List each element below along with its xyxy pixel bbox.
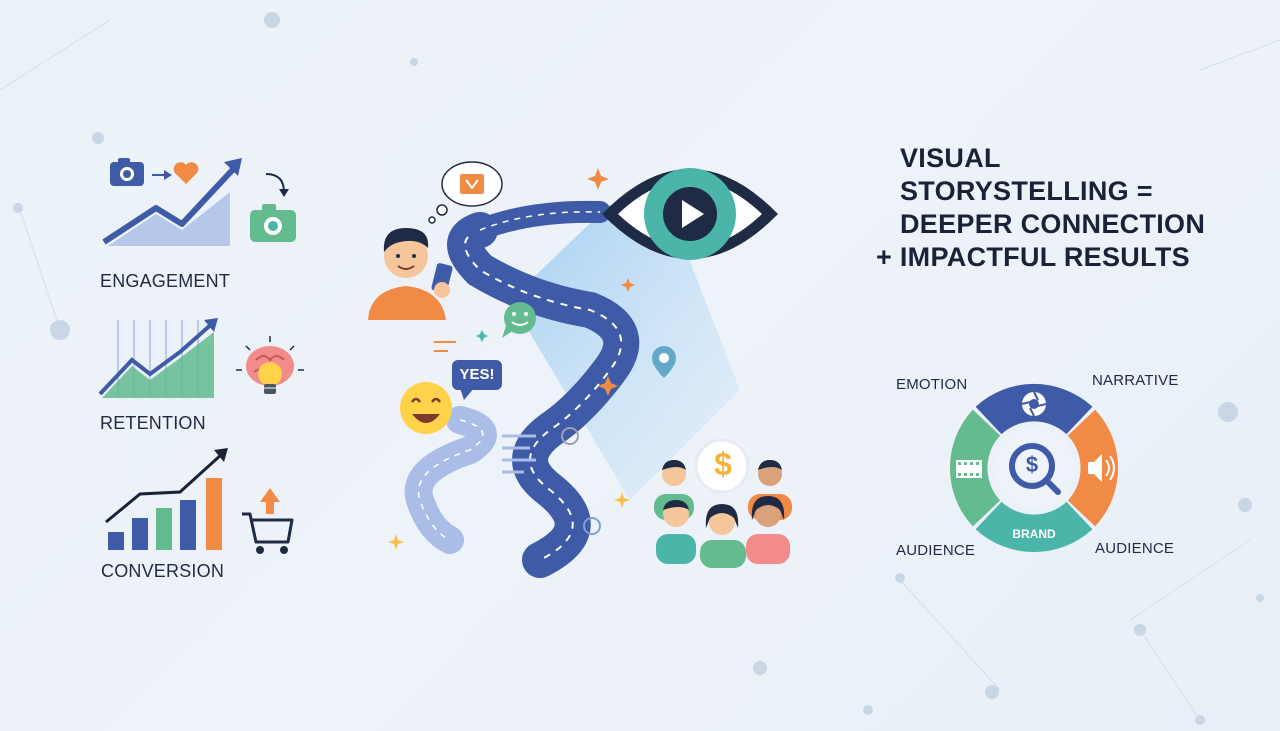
- headline-line-3: DEEPER CONNECTION: [900, 209, 1206, 239]
- journey-illustration: [368, 161, 740, 578]
- ring-label-emotion: EMOTION: [896, 376, 968, 393]
- aperture-icon: [1021, 391, 1047, 417]
- ring-center-symbol: $: [1025, 452, 1039, 477]
- metric-label-conversion: CONVERSION: [101, 561, 225, 581]
- speaker-icon: [1088, 454, 1115, 482]
- film-strip-icon: [956, 460, 982, 478]
- headline-line-1: VISUAL: [900, 143, 1001, 173]
- engagement-chart: [102, 158, 242, 246]
- camera-green-icon: [250, 204, 296, 242]
- headline-line-4: + IMPACTFUL RESULTS: [876, 242, 1190, 272]
- ring-label-audience-left: AUDIENCE: [896, 542, 976, 559]
- headline-line-2: STORYSTELLING =: [900, 176, 1153, 206]
- ring-diagram: [949, 383, 1119, 553]
- yes-text: YES!: [459, 366, 495, 383]
- retention-chart: [98, 318, 218, 398]
- eye-play-icon[interactable]: [598, 146, 782, 282]
- headline: VISUAL STORYSTELLING = DEEPER CONNECTION…: [876, 142, 1256, 274]
- yes-bubble-tail: [460, 388, 474, 400]
- ring-label-narrative: NARRATIVE: [1092, 372, 1179, 389]
- brain-bulb-icon: [236, 336, 304, 394]
- conversion-chart: [105, 448, 228, 550]
- currency-symbol: $: [714, 446, 732, 482]
- metric-label-engagement: ENGAGEMENT: [100, 271, 231, 291]
- ring-segment-bottom: [975, 501, 1093, 553]
- arrow-right-icon: [152, 170, 172, 180]
- metric-label-retention: RETENTION: [100, 413, 206, 433]
- ring-label-audience-right: AUDIENCE: [1095, 540, 1175, 557]
- yes-speech-bubble: YES!: [452, 360, 502, 390]
- shopping-cart-icon: [242, 488, 294, 554]
- audience-group: [654, 438, 792, 568]
- curved-arrow-icon: [265, 173, 289, 197]
- ring-segment-brand-label: BRAND: [1012, 527, 1056, 541]
- heart-icon: [173, 162, 199, 184]
- camera-icon: [110, 158, 144, 186]
